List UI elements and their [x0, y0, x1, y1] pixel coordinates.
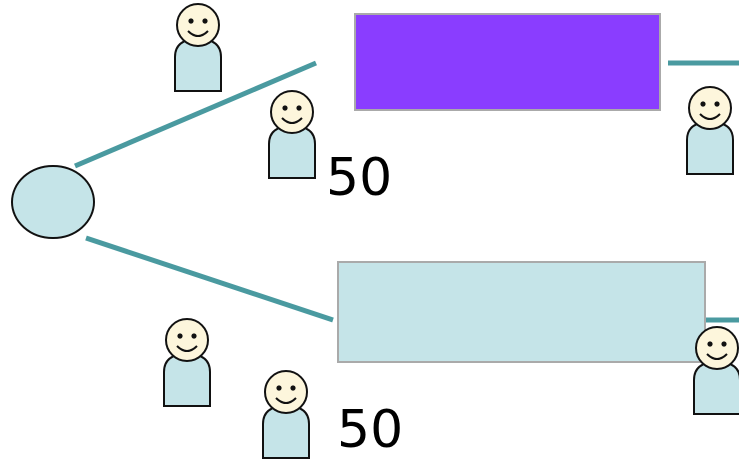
top-branch-count: 50	[326, 148, 393, 208]
start-node	[11, 165, 95, 239]
top-branch-box	[354, 13, 661, 111]
person-icon-top-right	[686, 86, 734, 175]
person-icon-top-upper	[174, 3, 222, 92]
connector-to-top-branch	[74, 60, 317, 169]
person-icon-bottom-upper	[163, 318, 211, 407]
connector-to-bottom-branch	[85, 235, 334, 323]
person-icon-top-lower	[268, 90, 316, 179]
person-icon-bottom-lower	[262, 370, 310, 459]
bottom-branch-count: 50	[337, 400, 404, 460]
person-icon-bottom-right	[693, 326, 739, 415]
bottom-branch-box	[337, 261, 706, 363]
